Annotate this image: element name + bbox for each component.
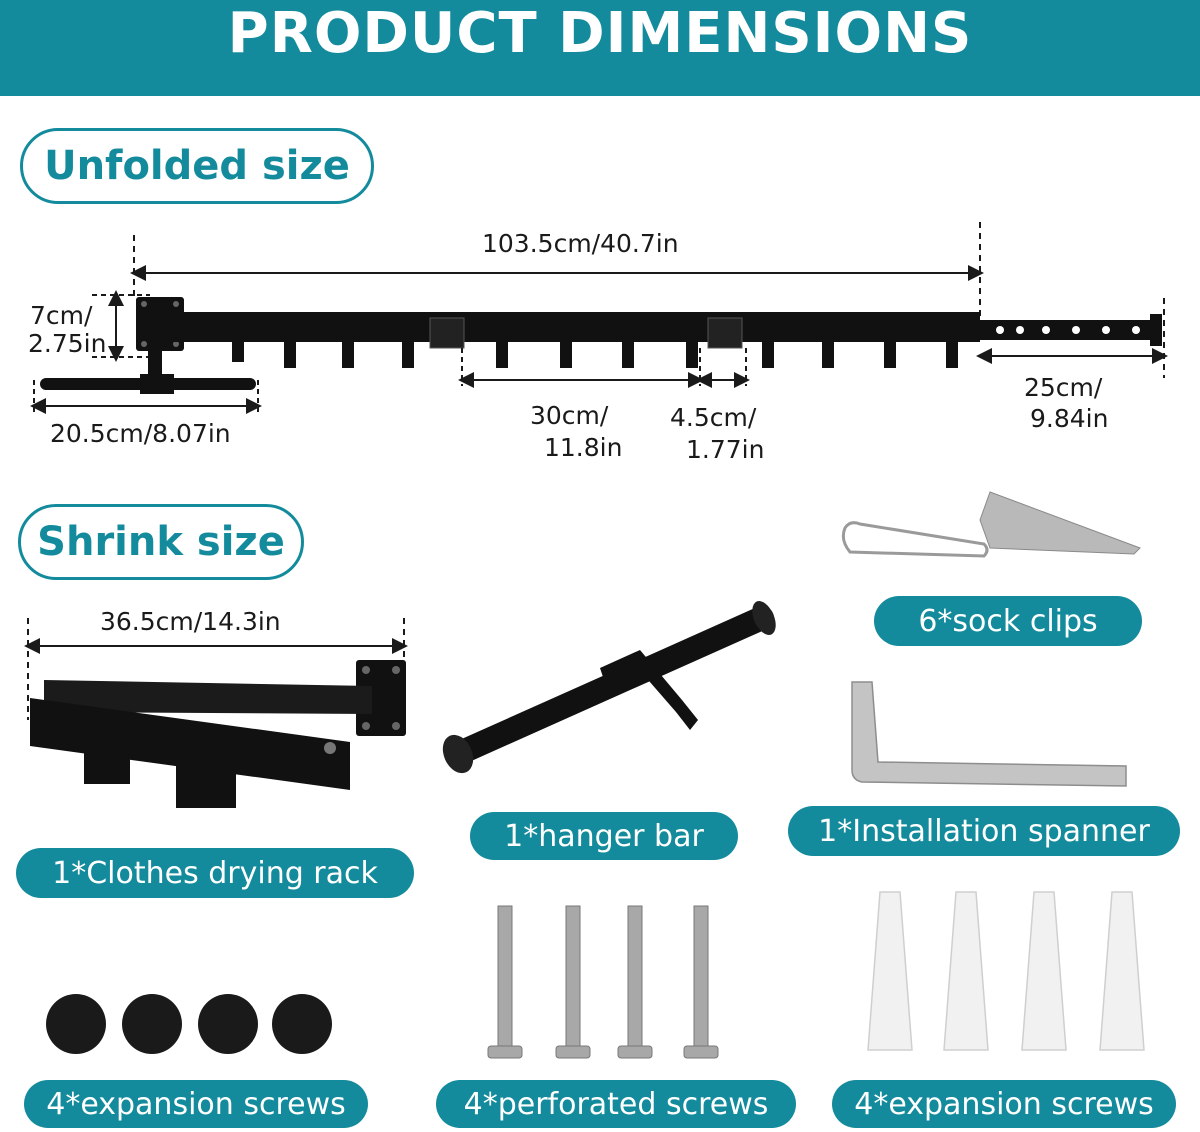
hanger-bar-text: 1*hanger bar: [504, 818, 704, 854]
hanger-bar-drawing: [442, 601, 776, 774]
title-banner: PRODUCT DIMENSIONS: [0, 0, 1200, 96]
perforated-screws-text: 4*perforated screws: [463, 1086, 769, 1122]
anchors-label: 4*expansion screws: [832, 1080, 1176, 1128]
end-length-label-1: 25cm/: [1024, 373, 1103, 402]
spanner-label: 1*Installation spanner: [788, 806, 1180, 856]
caps-drawing: [46, 994, 332, 1054]
anchors-text: 4*expansion screws: [854, 1086, 1154, 1122]
page-title: PRODUCT DIMENSIONS: [227, 0, 973, 66]
hook-span-label-2: 11.8in: [544, 433, 623, 462]
height-label-2: 2.75in: [28, 329, 107, 358]
bar-length-label: 20.5cm/8.07in: [50, 419, 231, 448]
hanger-bar-label: 1*hanger bar: [470, 812, 738, 860]
total-length-label: 103.5cm/40.7in: [482, 229, 679, 258]
unfolded-size-heading: Unfolded size: [20, 128, 374, 204]
height-label-1: 7cm/: [30, 301, 93, 330]
unfolded-rack-drawing: [30, 222, 1168, 414]
joint-label-2: 1.77in: [686, 435, 765, 464]
shrink-size-label: Shrink size: [37, 519, 285, 565]
unfolded-size-label: Unfolded size: [44, 143, 350, 189]
screws-drawing: [487, 905, 719, 1059]
spanner-text: 1*Installation spanner: [818, 813, 1150, 849]
sock-clip-drawing: [841, 491, 1141, 558]
perforated-screws-label: 4*perforated screws: [436, 1080, 796, 1128]
folded-length-label: 36.5cm/14.3in: [100, 607, 281, 636]
sock-clips-label: 6*sock clips: [874, 596, 1142, 646]
rack-label: 1*Clothes drying rack: [16, 848, 414, 898]
spanner-drawing: [851, 681, 1127, 787]
sock-clips-text: 6*sock clips: [918, 603, 1098, 639]
rack-text: 1*Clothes drying rack: [52, 855, 378, 891]
joint-label-1: 4.5cm/: [670, 403, 757, 432]
hook-span-label-1: 30cm/: [530, 401, 609, 430]
caps-label: 4*expansion screws: [24, 1080, 368, 1128]
folded-rack-drawing: [24, 618, 408, 808]
anchors-drawing: [867, 891, 1145, 1051]
shrink-size-heading: Shrink size: [18, 504, 304, 580]
caps-text: 4*expansion screws: [46, 1086, 346, 1122]
end-length-label-2: 9.84in: [1030, 404, 1109, 433]
